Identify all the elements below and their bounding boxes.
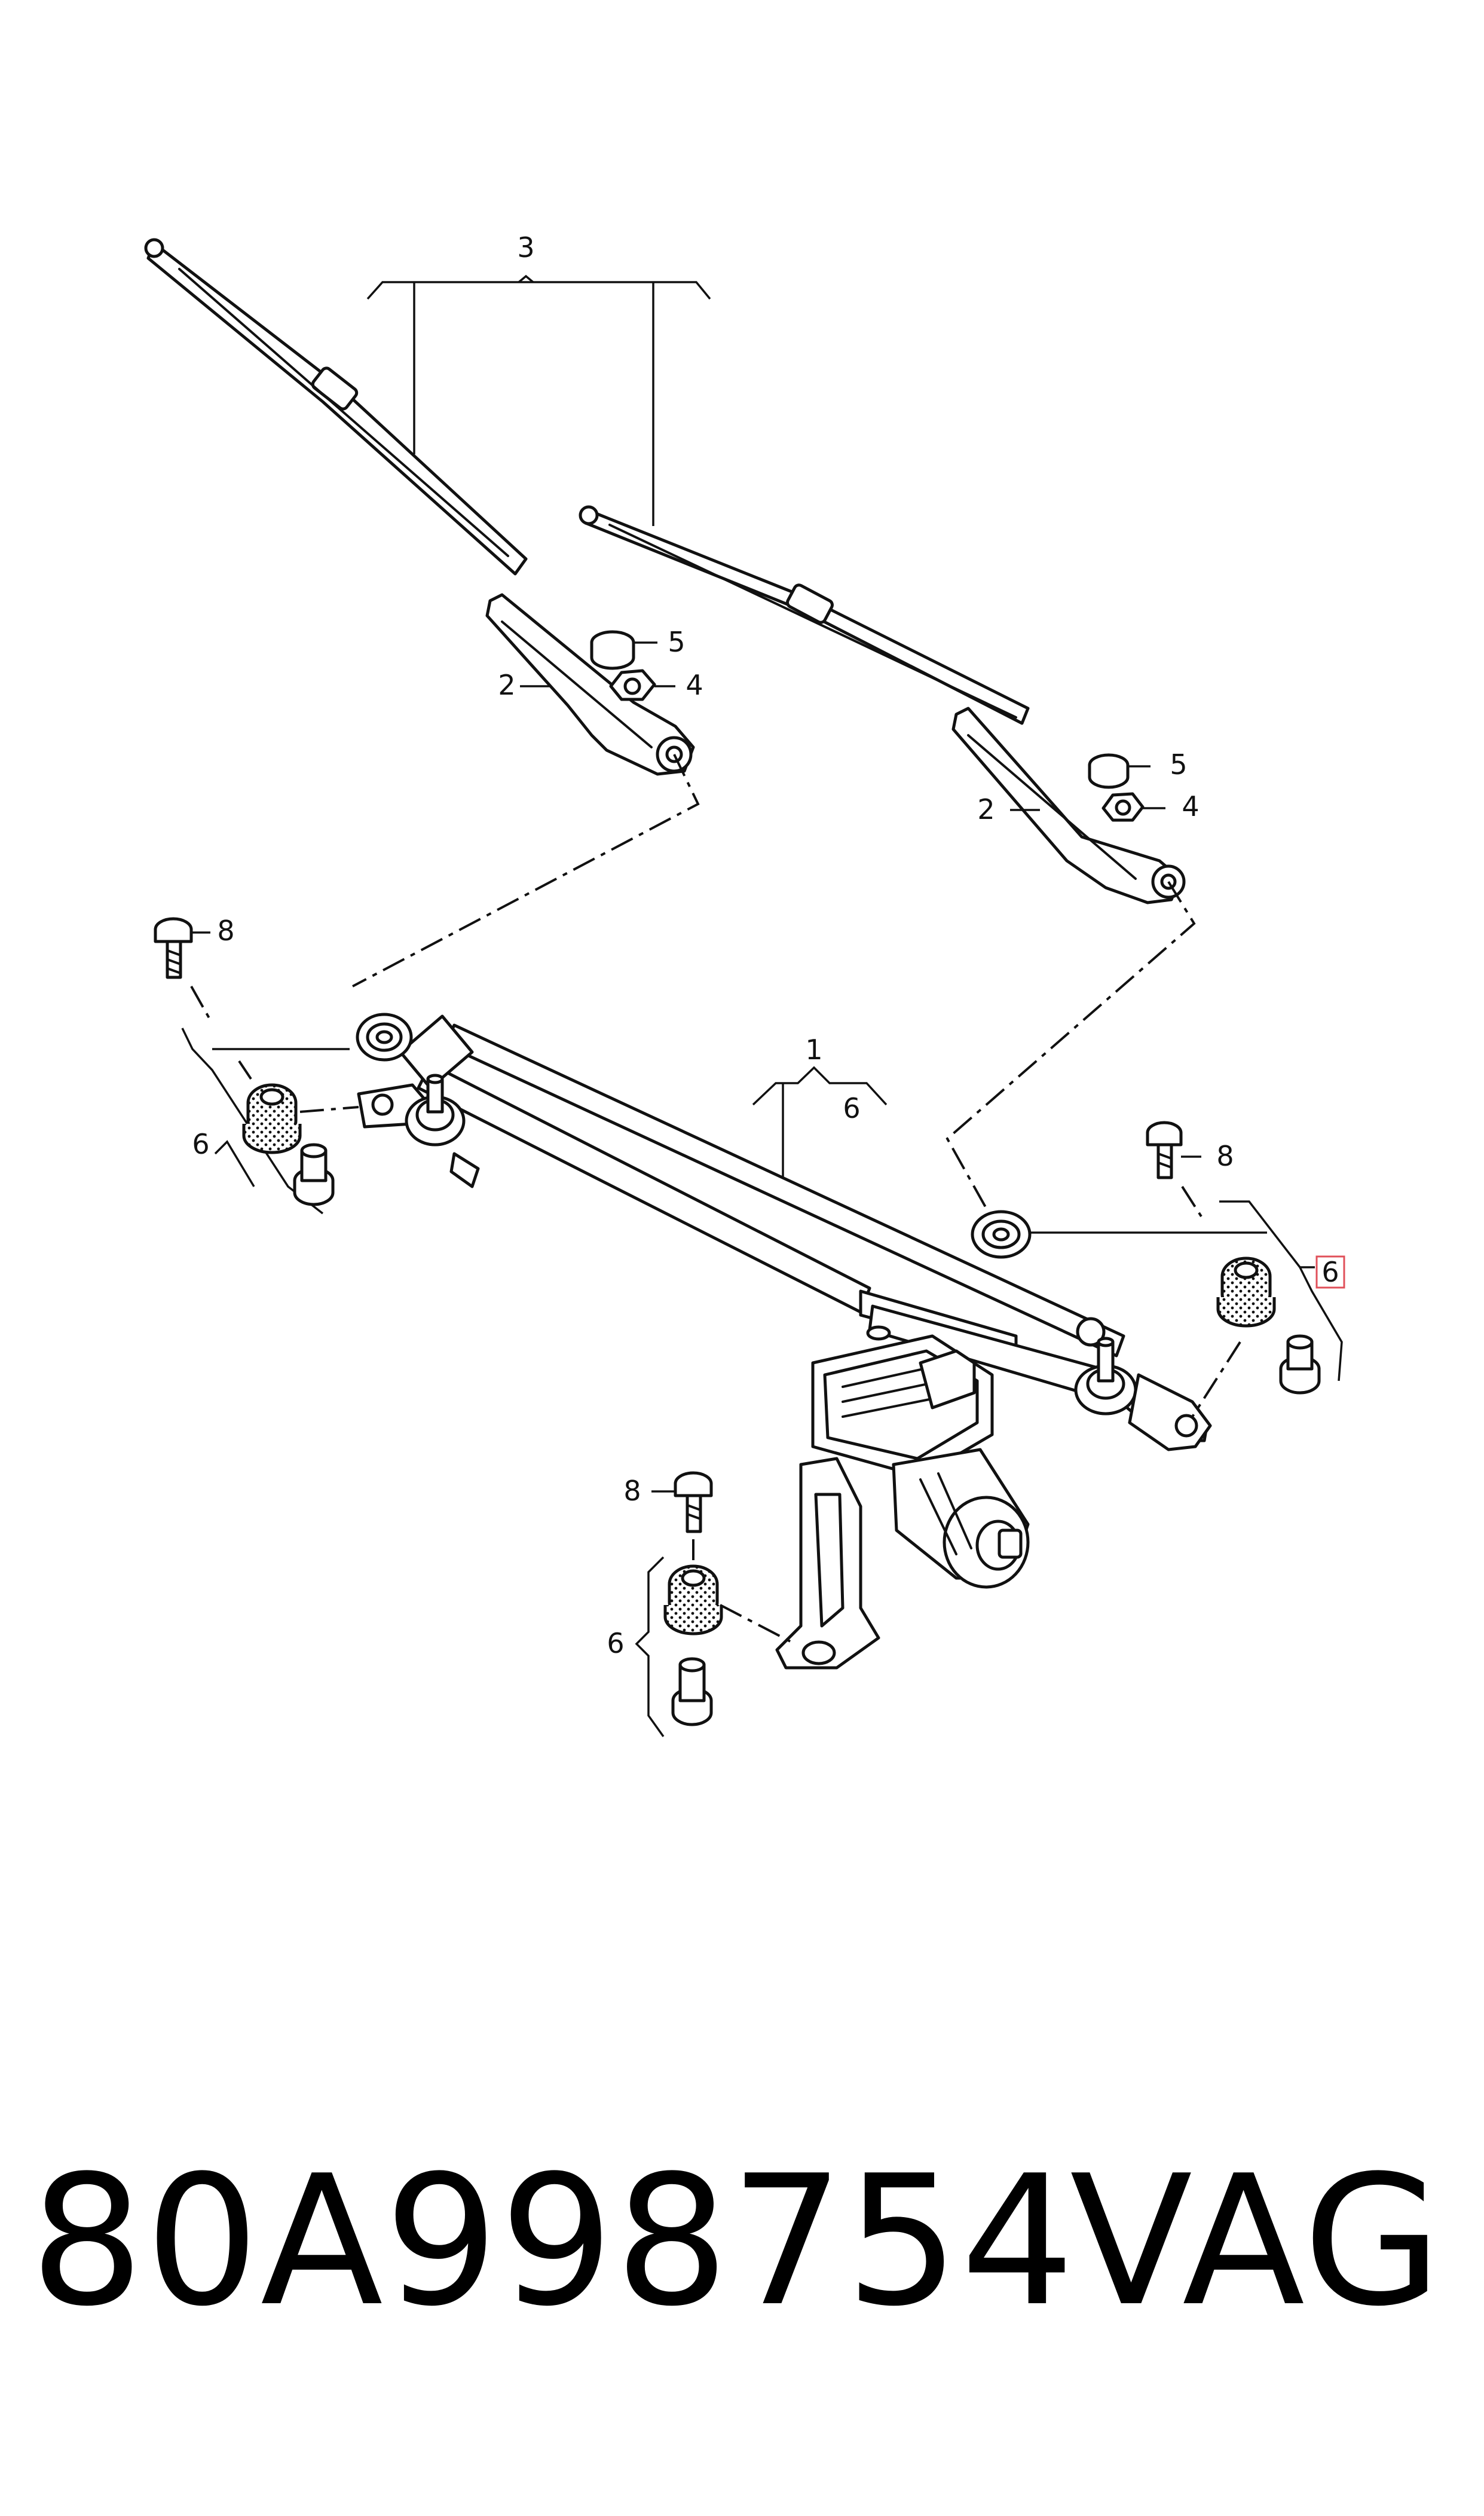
right-crank (1128, 1373, 1212, 1451)
callout-8-right: 8 (1216, 1140, 1234, 1172)
right-bolt (1146, 1121, 1183, 1179)
left-wiper-arm (485, 593, 695, 776)
right-wiper-arm (951, 707, 1186, 904)
bottom-bush-set-bracket (635, 1556, 665, 1738)
callout-5-left: 5 (668, 626, 685, 658)
callout-8-bottom: 8 (623, 1475, 641, 1507)
linkage-frame (399, 1014, 1209, 1442)
left-nut (609, 669, 656, 701)
callout-4-right: 4 (1182, 790, 1199, 823)
right-sleeve (1279, 1334, 1321, 1395)
right-rubber-bush (1216, 1257, 1276, 1328)
right-nut (1101, 792, 1145, 822)
callout-3: 3 (517, 231, 534, 264)
callout-2-right: 2 (977, 793, 995, 826)
right-cap (1088, 753, 1130, 789)
bottom-sleeve (671, 1657, 713, 1726)
callout-1: 1 (805, 1034, 822, 1066)
left-sleeve (293, 1143, 335, 1206)
brand-label: VAG (1070, 2137, 1443, 2346)
right-spindle (1074, 1337, 1137, 1416)
blade-set-bracket (366, 274, 711, 526)
left-cap (590, 630, 635, 670)
right-bush-set-bracket (1219, 1200, 1343, 1381)
callout-6-linkage: 6 (843, 1092, 860, 1124)
left-rubber-bush (242, 1083, 302, 1154)
bottom-bolt (674, 1471, 713, 1533)
callout-6-left: 6 (192, 1128, 209, 1160)
linkage-bracket (752, 1066, 888, 1190)
left-bolt (154, 917, 193, 979)
left-spindle-seal (356, 1013, 413, 1062)
callout-6-right: 6 (1321, 1256, 1339, 1288)
part-number: 80A998754 (30, 2137, 1076, 2346)
wiper-motor (775, 1325, 1030, 1670)
right-spindle-seal (971, 1210, 1032, 1259)
right-wiper-blade (579, 505, 1030, 725)
callout-8-left: 8 (217, 915, 234, 947)
left-spindle (405, 1074, 480, 1188)
callout-4-left: 4 (686, 669, 703, 701)
callout-5-right: 5 (1170, 748, 1187, 781)
callout-6-right-box (1315, 1255, 1345, 1289)
bottom-rubber-bush (663, 1564, 723, 1635)
left-wiper-blade (144, 238, 528, 576)
callout-2-left: 2 (498, 669, 515, 701)
callout-6-bottom: 6 (607, 1627, 624, 1659)
